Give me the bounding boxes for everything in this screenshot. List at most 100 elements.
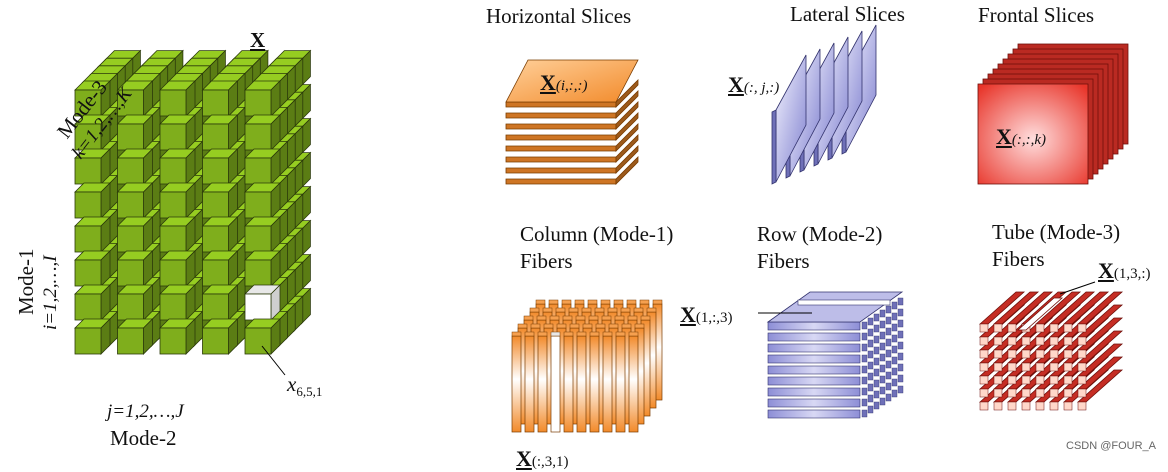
- tensor-element-front: [202, 89, 229, 117]
- tube-fiber-end: [1007, 323, 1017, 333]
- tube-fiber-end: [1021, 388, 1031, 398]
- horizontal-slice-front: [505, 123, 617, 130]
- tensor-element-front: [159, 157, 187, 185]
- column-fiber-cap: [568, 307, 579, 313]
- row-fiber-end: [879, 342, 886, 351]
- row-fiber-end: [897, 341, 904, 350]
- horizontal-slice-side: [615, 79, 639, 108]
- tube-fibers-title-line2: Fibers: [992, 247, 1045, 271]
- frontal-slices-title: Frontal Slices: [978, 3, 1095, 27]
- column-fiber: [511, 335, 522, 433]
- column-fiber-cap: [561, 299, 572, 305]
- column-fiber-cap: [589, 331, 600, 337]
- row-fiber-end: [861, 376, 868, 385]
- column-fiber-cap: [588, 315, 599, 321]
- tube-fiber-end: [1063, 388, 1073, 398]
- tube-fiber-end: [1049, 349, 1059, 359]
- tensor-element-front: [202, 327, 229, 355]
- tube-fiber-end: [979, 375, 989, 385]
- row-fiber-end: [891, 323, 898, 332]
- element-label: x6,5,1: [287, 372, 323, 400]
- tensor-element-front: [74, 191, 102, 219]
- tensor-element-front: [159, 327, 187, 355]
- tensor-element-front: [244, 327, 272, 355]
- row-fiber-end: [879, 320, 886, 329]
- horizontal-slice-front: [505, 112, 617, 119]
- row-fiber-end: [897, 374, 904, 383]
- row-fiber-end: [879, 309, 886, 318]
- row-fiber-end: [891, 312, 898, 321]
- column-fiber-cap: [601, 315, 612, 321]
- tube-fiber-end: [1021, 375, 1031, 385]
- column-fiber-cap: [594, 307, 605, 313]
- column-fiber: [563, 335, 574, 433]
- row-fiber-end: [891, 334, 898, 343]
- tensor-element-front: [159, 89, 187, 117]
- row-fiber-end: [897, 297, 904, 306]
- tube-fiber-end: [1063, 336, 1073, 346]
- tube-fiber-end: [993, 375, 1003, 385]
- row-fiber-end: [873, 335, 880, 344]
- tensor-element-front: [244, 157, 272, 185]
- row-fiber-end: [879, 353, 886, 362]
- highlighted-element: [244, 293, 272, 321]
- tensor-element-front: [74, 225, 102, 253]
- column-fiber: [615, 335, 626, 433]
- mode1-title: Mode-1: [14, 248, 38, 316]
- column-fiber-cap: [536, 315, 547, 321]
- tensor-element-front: [244, 225, 272, 253]
- highlighted-column-fiber: [550, 335, 561, 433]
- tube-fiber-end: [979, 349, 989, 359]
- row-fiber-end: [861, 332, 868, 341]
- horizontal-slice-front: [505, 156, 617, 163]
- tube-fiber-end: [979, 362, 989, 372]
- row-fiber-end: [897, 308, 904, 317]
- row-fiber-end: [879, 397, 886, 406]
- tube-fiber-end: [1049, 375, 1059, 385]
- column-fiber-cap: [562, 315, 573, 321]
- tube-fiber-end: [1049, 388, 1059, 398]
- row-fiber-label: X(1,:,3): [680, 302, 733, 327]
- lateral-slices-figure: [771, 24, 877, 185]
- column-fiber-cap: [543, 323, 554, 329]
- tube-fiber-end: [1007, 375, 1017, 385]
- tensor-element-front: [117, 191, 144, 219]
- column-fiber-cap: [628, 331, 639, 337]
- row-fiber-end: [891, 389, 898, 398]
- element-leader-line: [261, 345, 286, 376]
- column-fiber-cap: [613, 299, 624, 305]
- row-fiber: [767, 332, 861, 342]
- row-fibers-title-line2: Fibers: [757, 249, 810, 273]
- tube-fiber-end: [1035, 336, 1045, 346]
- column-fiber-cap: [549, 315, 560, 321]
- column-fiber-cap: [556, 323, 567, 329]
- horizontal-slice-front: [505, 145, 617, 152]
- tensor-element-front: [202, 293, 229, 321]
- column-fiber-cap: [614, 315, 625, 321]
- tensor-diagram: X Mode-3 k=1,2,…,K Mode-1 i=1,2,…,I j=1,…: [14, 2, 1156, 471]
- tube-fiber-end: [1077, 362, 1087, 372]
- tube-fiber-end: [1007, 336, 1017, 346]
- tensor-element-front: [74, 293, 102, 321]
- column-fiber-cap: [633, 307, 644, 313]
- column-fiber-cap: [582, 323, 593, 329]
- tensor-element-front: [117, 259, 144, 287]
- frontal-slice-label: X(:,:,k): [996, 124, 1047, 149]
- tube-fiber-end: [993, 349, 1003, 359]
- tube-fiber-end: [1021, 336, 1031, 346]
- horizontal-slices-title: Horizontal Slices: [486, 4, 632, 28]
- column-fiber-cap: [523, 315, 534, 321]
- row-fiber-end: [897, 352, 904, 361]
- column-fiber: [576, 335, 587, 433]
- tensor-element-front: [244, 123, 272, 151]
- tube-fiber-end: [993, 323, 1003, 333]
- row-fiber-end: [861, 398, 868, 407]
- horizontal-slice-side: [615, 156, 639, 185]
- row-fiber-end: [891, 301, 898, 310]
- tube-fiber-end: [1007, 349, 1017, 359]
- tube-fiber-end: [1007, 388, 1017, 398]
- column-fiber-cap: [646, 307, 657, 313]
- row-fiber-end: [873, 368, 880, 377]
- row-fiber-end: [879, 375, 886, 384]
- horizontal-slice-label: X(i,:,:): [540, 70, 588, 95]
